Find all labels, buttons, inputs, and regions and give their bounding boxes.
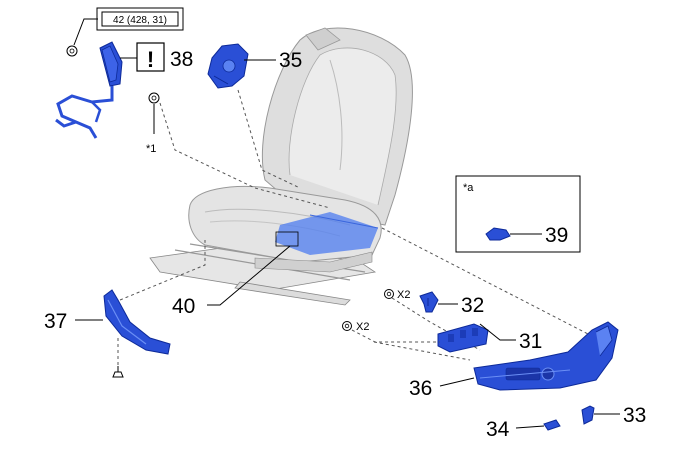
part-31-switch-bracket — [437, 323, 489, 353]
part-label-33: 33 — [623, 404, 646, 427]
inset-box — [455, 175, 581, 253]
part-39-clip — [485, 227, 511, 241]
part-label-38: 38 — [170, 48, 193, 71]
torque-spec: 42 (428, 31) — [113, 15, 167, 26]
part-37-side-cover — [103, 289, 171, 355]
part-label-31: 31 — [519, 330, 542, 353]
part-34-knob — [543, 419, 561, 431]
part-label-35: 35 — [279, 49, 302, 72]
seat-assembly — [149, 27, 413, 306]
part-36-outer-shield — [473, 321, 619, 391]
part-33-knob — [581, 405, 595, 425]
torque-box-inner — [101, 11, 179, 27]
part-label-39: 39 — [545, 224, 568, 247]
part-label-32: 32 — [461, 294, 484, 317]
qty-label-31: X2 — [356, 321, 369, 333]
part-32-bracket — [419, 291, 439, 313]
part-label-40: 40 — [172, 295, 195, 318]
footnote-ref-1: *1 — [146, 143, 156, 155]
part-label-36: 36 — [409, 377, 432, 400]
clip-icon-37 — [112, 366, 124, 378]
part-35-cover — [207, 43, 249, 89]
part-label-37: 37 — [44, 310, 67, 333]
part-label-34: 34 — [486, 418, 510, 441]
caution-note-mark: ! — [147, 47, 154, 72]
caution-note-icon — [136, 42, 165, 72]
qty-label-32: X2 — [397, 289, 410, 301]
inset-label: *a — [463, 182, 474, 194]
part-38-switch-harness — [55, 41, 123, 139]
